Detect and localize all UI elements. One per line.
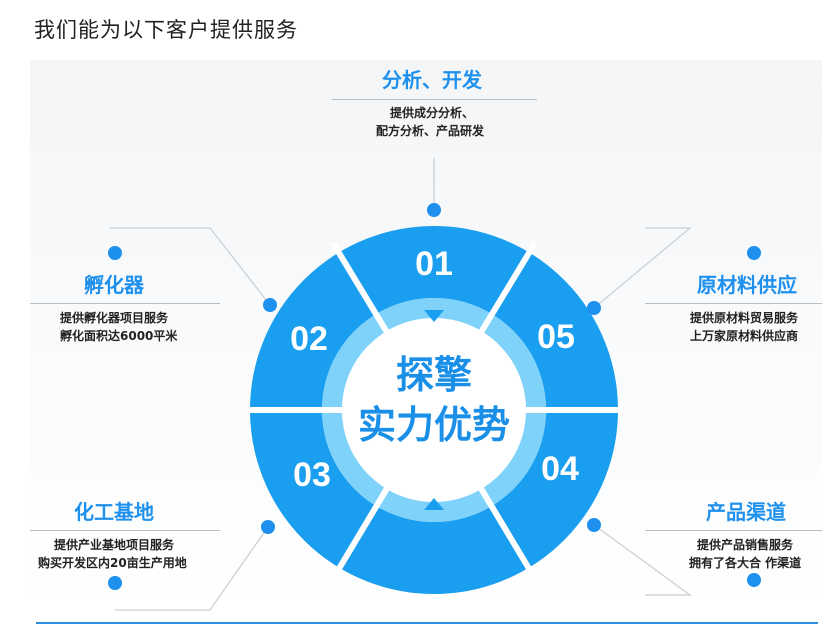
- dot-left-lower-inner: [261, 520, 275, 534]
- segment-number-01: 01: [415, 245, 453, 283]
- rule-right-lower: [645, 530, 822, 531]
- segment-number-03: 03: [293, 456, 331, 494]
- notch-top: [424, 310, 444, 322]
- dot-right-upper-outer: [747, 246, 761, 260]
- service-desc-analysis-1: 提供成分分析、: [390, 106, 475, 120]
- service-desc-chemical-base-1: 提供产业基地项目服务: [54, 538, 175, 552]
- rule-left-lower: [30, 530, 220, 531]
- center-title-line1: 探擎: [396, 353, 472, 397]
- dot-right-upper-inner: [587, 301, 601, 315]
- service-desc-raw-materials-2: 上万家原材料供应商: [690, 329, 799, 343]
- center-title-line2: 实力优势: [358, 403, 510, 447]
- dot-right-lower-outer: [747, 573, 761, 587]
- dot-top: [427, 203, 441, 217]
- connector-left-upper: [110, 227, 271, 306]
- segment-number-02: 02: [290, 320, 328, 358]
- service-desc-incubator-1: 提供孵化器项目服务: [60, 311, 169, 325]
- connector-right-upper: [593, 227, 692, 309]
- service-desc-channels-1: 提供产品销售服务: [697, 538, 794, 552]
- dot-left-lower-outer: [108, 576, 122, 590]
- page-heading: 我们能为以下客户提供服务: [34, 18, 298, 42]
- connector-lines: [110, 158, 692, 611]
- service-desc-incubator-2: 孵化面积达6000平米: [60, 329, 178, 343]
- connector-dots: [108, 203, 761, 590]
- dot-left-upper-inner: [263, 298, 277, 312]
- dot-right-lower-inner: [587, 518, 601, 532]
- rule-right-upper: [645, 303, 822, 304]
- service-desc-analysis-2: 配方分析、产品研发: [376, 124, 485, 138]
- notch-bottom: [424, 498, 444, 510]
- service-title-channels: 产品渠道: [706, 500, 786, 524]
- rule-left-upper: [30, 303, 220, 304]
- connector-left-lower: [115, 526, 269, 611]
- service-desc-chemical-base-2: 购买开发区内20亩生产用地: [38, 556, 187, 570]
- connector-right-lower: [593, 524, 692, 596]
- segment-number-04: 04: [541, 450, 579, 488]
- segment-number-05: 05: [537, 318, 575, 356]
- service-title-analysis: 分析、开发: [382, 68, 482, 92]
- center-fill: [344, 320, 524, 500]
- dot-left-upper-outer: [108, 246, 122, 260]
- service-title-raw-materials: 原材料供应: [697, 273, 797, 297]
- service-title-chemical-base: 化工基地: [74, 500, 154, 524]
- service-desc-raw-materials-1: 提供原材料贸易服务: [690, 311, 799, 325]
- service-title-incubator: 孵化器: [84, 273, 144, 297]
- bottom-divider: [36, 622, 818, 624]
- rule-top: [332, 99, 537, 100]
- service-desc-channels-2: 拥有了各大合 作渠道: [689, 556, 802, 570]
- inner-notches: [424, 310, 444, 510]
